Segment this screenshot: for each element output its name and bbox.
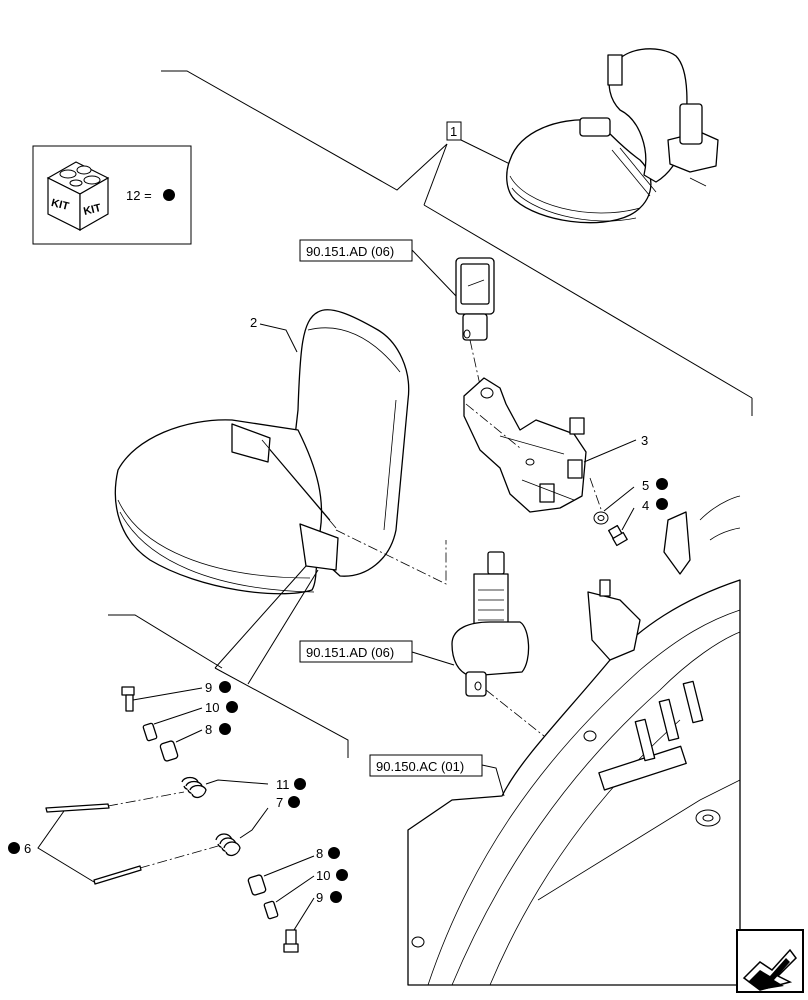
callout-screw-lower-dot — [330, 891, 342, 903]
kit-legend-text: 12 = — [126, 188, 152, 203]
kit-label-left: KIT — [50, 197, 70, 213]
callout-washer-number: 5 — [642, 478, 649, 493]
washer-part — [593, 511, 609, 525]
callout-bushing-upper-dot — [219, 723, 231, 735]
callout-bracket-number: 3 — [641, 433, 648, 448]
buckle-ref-text: 90.151.AD (06) — [306, 244, 394, 259]
frame-ref-text: 90.150.AC (01) — [376, 759, 464, 774]
next-page-arrow-icon[interactable] — [736, 929, 804, 993]
seat-belt-buckle: 90.151.AD (06) — [299, 239, 495, 386]
callout-sleeve-upper-number: 10 — [205, 700, 219, 715]
callout-sleeve-lower-dot — [336, 869, 348, 881]
callout-sleeve-upper-dot — [226, 701, 238, 713]
spring-upper — [181, 776, 269, 799]
kit-label-right: KIT — [82, 202, 102, 218]
callout-screw-lower-number: 9 — [316, 890, 323, 905]
cab-frame — [407, 495, 741, 986]
ref-box-item-1: 1 — [446, 121, 462, 141]
callout-screw-upper-dot — [219, 681, 231, 693]
callout-bushing-lower-dot — [328, 847, 340, 859]
spring-lower — [215, 807, 269, 857]
callout-spring-lower-number: 7 — [276, 795, 283, 810]
screw-lower — [283, 929, 299, 953]
screw-upper — [121, 686, 135, 712]
kit-box-icon: KIT KIT — [46, 161, 110, 232]
callout-seat-number: 2 — [250, 315, 257, 330]
seat-belt-retractor: 90.151.AD (06) — [299, 551, 545, 737]
bushing-upper — [159, 740, 179, 762]
pivot-rods — [45, 791, 219, 885]
callout-sleeve-lower-number: 10 — [316, 868, 330, 883]
callout-washer-dot — [656, 478, 668, 490]
callout-bolt-number: 4 — [642, 498, 649, 513]
kit-legend-dot — [163, 189, 175, 201]
callout-rods-number: 6 — [24, 841, 31, 856]
callout-bolt-dot — [656, 498, 668, 510]
callout-screw-upper-number: 9 — [205, 680, 212, 695]
callout-spring-upper-number: 11 — [276, 777, 290, 792]
kit-legend-box: KIT KIT 12 = — [32, 145, 192, 245]
ref-item-1-label: 1 — [450, 124, 457, 139]
callout-rods-dot — [8, 842, 20, 854]
bolt-part — [608, 524, 628, 547]
belt-mounting-bracket — [463, 377, 587, 513]
seat-assembly-main — [114, 309, 410, 595]
callout-bushing-upper-number: 8 — [205, 722, 212, 737]
callout-bushing-lower-number: 8 — [316, 846, 323, 861]
retractor-ref-text: 90.151.AD (06) — [306, 645, 394, 660]
seat-assembly-top — [506, 48, 719, 224]
sleeve-lower — [263, 900, 279, 920]
callout-spring-upper-dot — [294, 778, 306, 790]
callout-spring-lower-dot — [288, 796, 300, 808]
bushing-lower — [247, 874, 267, 896]
sleeve-upper — [142, 722, 158, 742]
